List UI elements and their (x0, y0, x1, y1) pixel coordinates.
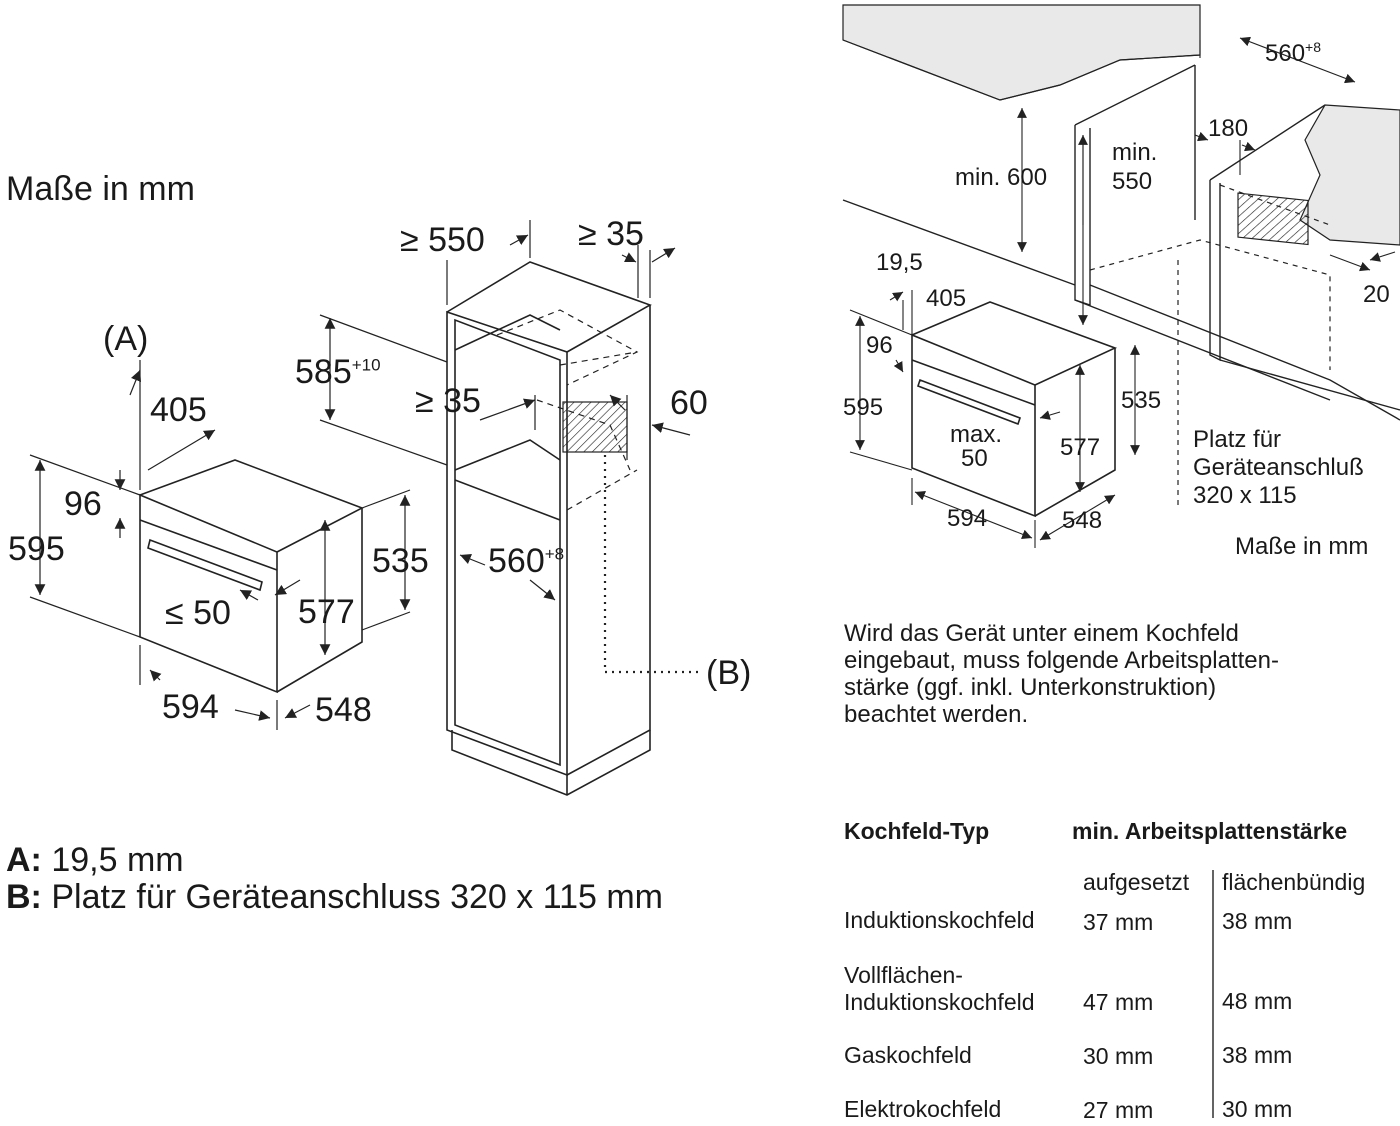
left-oven (139, 459, 364, 694)
legend-a: A: 19,5 mm (6, 841, 184, 879)
table-row-aufgesetzt: 47 mm (1083, 989, 1154, 1015)
dim-594: 594 (162, 688, 219, 726)
dim-405: 405 (150, 391, 207, 429)
r-platz-l3: 320 x 115 (1193, 482, 1297, 509)
r-platz-l2: Geräteanschluß (1193, 454, 1364, 481)
countertop (842, 4, 1201, 101)
dim-548: 548 (315, 691, 372, 729)
r-dim-max-l1: max. (950, 421, 1003, 448)
dim-585: 585+10 (295, 353, 381, 391)
r-dim-405: 405 (926, 285, 967, 312)
r-dim-595: 595 (843, 394, 884, 421)
dim-577: 577 (298, 593, 355, 631)
connection-cutout (562, 401, 628, 453)
dim-60: 60 (670, 384, 708, 422)
r-dim-min-550-l1: min. (1112, 139, 1158, 166)
dim-595: 595 (8, 530, 65, 568)
table-row-aufgesetzt: 30 mm (1083, 1043, 1154, 1069)
r-dim-535: 535 (1121, 387, 1162, 414)
table-header-thickness: min. Arbeitsplattenstärke (1072, 818, 1348, 844)
cabinet-dims (319, 220, 691, 601)
right-oven (911, 301, 1118, 518)
legend-b: B: Platz für Geräteanschluss 320 x 115 m… (6, 878, 663, 916)
table-row-aufgesetzt: 27 mm (1083, 1097, 1154, 1123)
table-row-aufgesetzt: 37 mm (1083, 909, 1154, 935)
label-a: (A) (103, 320, 149, 358)
table-row-type: Gaskochfeld (844, 1042, 972, 1068)
table-row-type: Induktionskochfeld (844, 907, 1035, 933)
table-row-flaechenbuendig: 30 mm (1222, 1096, 1293, 1122)
right-cutout (1237, 192, 1309, 246)
table-row-type: Vollflächen- Induktionskochfeld (844, 962, 1035, 1015)
b-leader (603, 455, 700, 674)
table-header-type: Kochfeld-Typ (844, 818, 990, 844)
table-sub-flaechenbuendig: flächenbündig (1222, 869, 1366, 895)
r-dim-min-600: min. 600 (955, 164, 1048, 191)
table-row-flaechenbuendig: 38 mm (1222, 1042, 1293, 1068)
side-wall (1299, 104, 1400, 246)
r-dim-96: 96 (866, 332, 893, 359)
units-label: Maße in mm (6, 170, 195, 208)
r-units-label: Maße in mm (1235, 533, 1369, 560)
dim-max-50: ≤ 50 (165, 594, 231, 632)
table-sub-aufgesetzt: aufgesetzt (1083, 869, 1190, 895)
right-cabinet (842, 64, 1400, 421)
dim-min-35-mid: ≥ 35 (415, 382, 481, 420)
dim-560: 560+8 (488, 542, 565, 580)
r-dim-180: 180 (1208, 115, 1249, 142)
r-dim-594: 594 (947, 505, 988, 532)
left-oven-dims (29, 360, 411, 730)
r-dim-20: 20 (1363, 281, 1390, 308)
dim-96: 96 (64, 485, 102, 523)
dim-min-35-top: ≥ 35 (578, 215, 644, 253)
dim-min-550: ≥ 550 (400, 221, 485, 259)
dim-535: 535 (372, 542, 429, 580)
table-row-type: Elektrokochfeld (844, 1096, 1002, 1122)
installation-note: Wird das Gerät unter einem Kochfeld eing… (844, 620, 1279, 728)
tall-cabinet (446, 261, 652, 796)
r-dim-548: 548 (1062, 507, 1103, 534)
r-platz-l1: Platz für (1193, 426, 1282, 453)
r-dim-560: 560+8 (1265, 39, 1322, 67)
right-dims (849, 36, 1396, 548)
r-dim-min-550-l2: 550 (1112, 168, 1153, 195)
r-dim-19-5: 19,5 (876, 249, 923, 276)
table-row-flaechenbuendig: 48 mm (1222, 988, 1293, 1014)
label-b: (B) (706, 654, 752, 692)
r-dim-max-l2: 50 (961, 445, 988, 472)
r-dim-577: 577 (1060, 434, 1101, 461)
table-row-flaechenbuendig: 38 mm (1222, 908, 1293, 934)
right-dashed (1089, 184, 1331, 510)
